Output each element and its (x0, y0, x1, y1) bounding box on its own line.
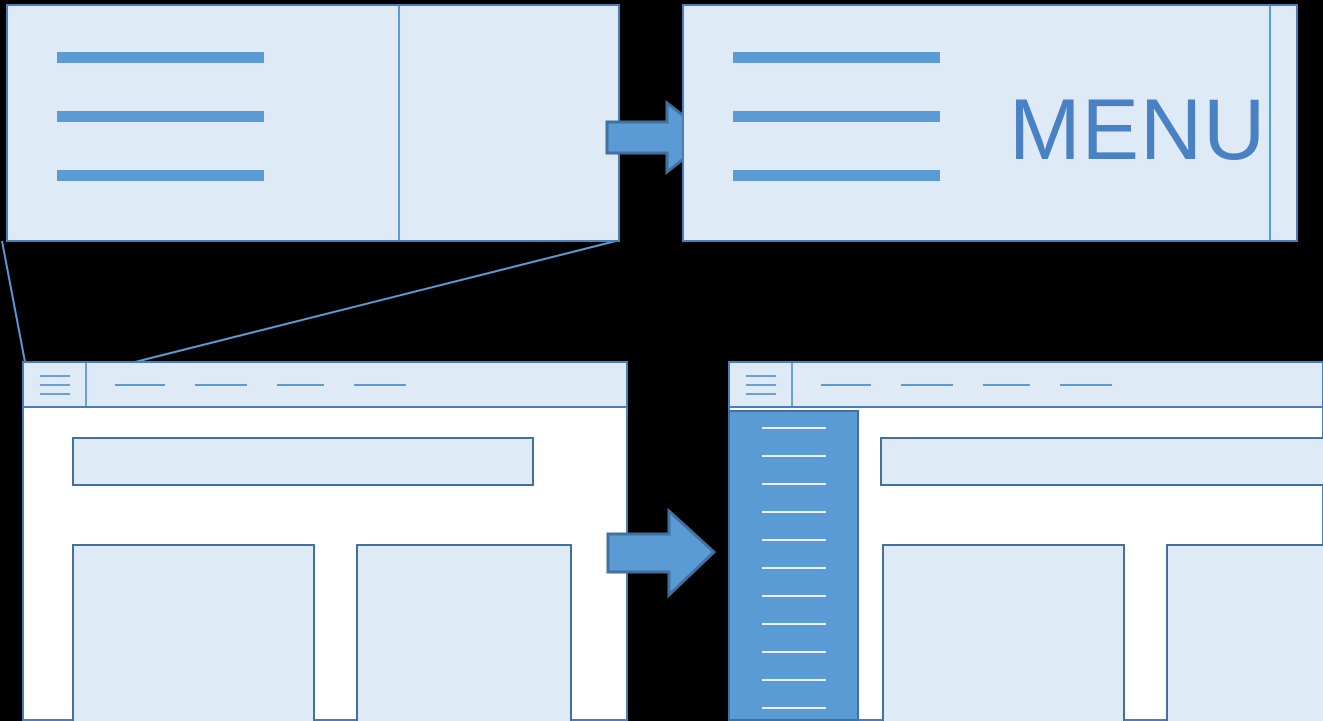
mock-body (22, 408, 628, 721)
nav-item-1[interactable] (821, 383, 871, 386)
side-menu-item[interactable] (761, 623, 826, 625)
nav-item-4[interactable] (354, 383, 406, 386)
hamburger-line-2 (39, 383, 70, 386)
hamburger-bar-2 (733, 111, 940, 122)
hamburger-bar-1 (733, 52, 940, 63)
side-menu-item[interactable] (761, 595, 826, 597)
side-menu-item[interactable] (761, 651, 826, 653)
content-box-left (72, 544, 315, 721)
content-box-right (1166, 544, 1323, 721)
side-menu-item[interactable] (761, 539, 826, 541)
hamburger-line-1 (39, 374, 70, 377)
nav-item-2[interactable] (901, 383, 953, 386)
nav-items (793, 363, 1322, 406)
nav-item-1[interactable] (115, 383, 165, 386)
mock-header-bar (728, 361, 1323, 408)
content-box-right (356, 544, 572, 721)
hamburger-line-3 (745, 392, 776, 395)
nav-item-3[interactable] (983, 383, 1030, 386)
hamburger-icon[interactable] (24, 363, 87, 406)
side-menu-item[interactable] (761, 427, 826, 429)
hamburger-bar-3 (57, 170, 264, 181)
side-menu-item[interactable] (761, 511, 826, 513)
side-menu-item[interactable] (761, 679, 826, 681)
nav-items (87, 363, 626, 406)
hamburger-line-1 (745, 374, 776, 377)
zoom-callout-lines (0, 238, 660, 368)
nav-item-3[interactable] (277, 383, 324, 386)
transform-arrow-bottom (605, 506, 717, 599)
mock-header-bar (22, 361, 628, 408)
side-menu-item[interactable] (761, 567, 826, 569)
hamburger-icon[interactable] (730, 363, 793, 406)
hamburger-bar-3 (733, 170, 940, 181)
nav-item-4[interactable] (1060, 383, 1112, 386)
hamburger-bar-2 (57, 111, 264, 122)
expanded-header-panel: MENU (682, 4, 1298, 242)
content-box-left (882, 544, 1125, 721)
side-menu-item[interactable] (761, 707, 826, 709)
header-right-divider (398, 6, 400, 240)
header-right-divider (1269, 6, 1271, 240)
side-menu-item[interactable] (761, 455, 826, 457)
expanded-side-menu (728, 410, 859, 721)
page-with-sidebar (728, 361, 1323, 721)
banner-box (880, 437, 1323, 486)
side-menu-item[interactable] (761, 483, 826, 485)
hamburger-bar-1 (57, 52, 264, 63)
nav-item-2[interactable] (195, 383, 247, 386)
banner-box (72, 437, 534, 486)
hamburger-line-3 (39, 392, 70, 395)
collapsed-header-panel (6, 4, 620, 242)
hamburger-line-2 (745, 383, 776, 386)
page-without-sidebar (22, 361, 628, 721)
menu-label: MENU (1009, 82, 1267, 178)
